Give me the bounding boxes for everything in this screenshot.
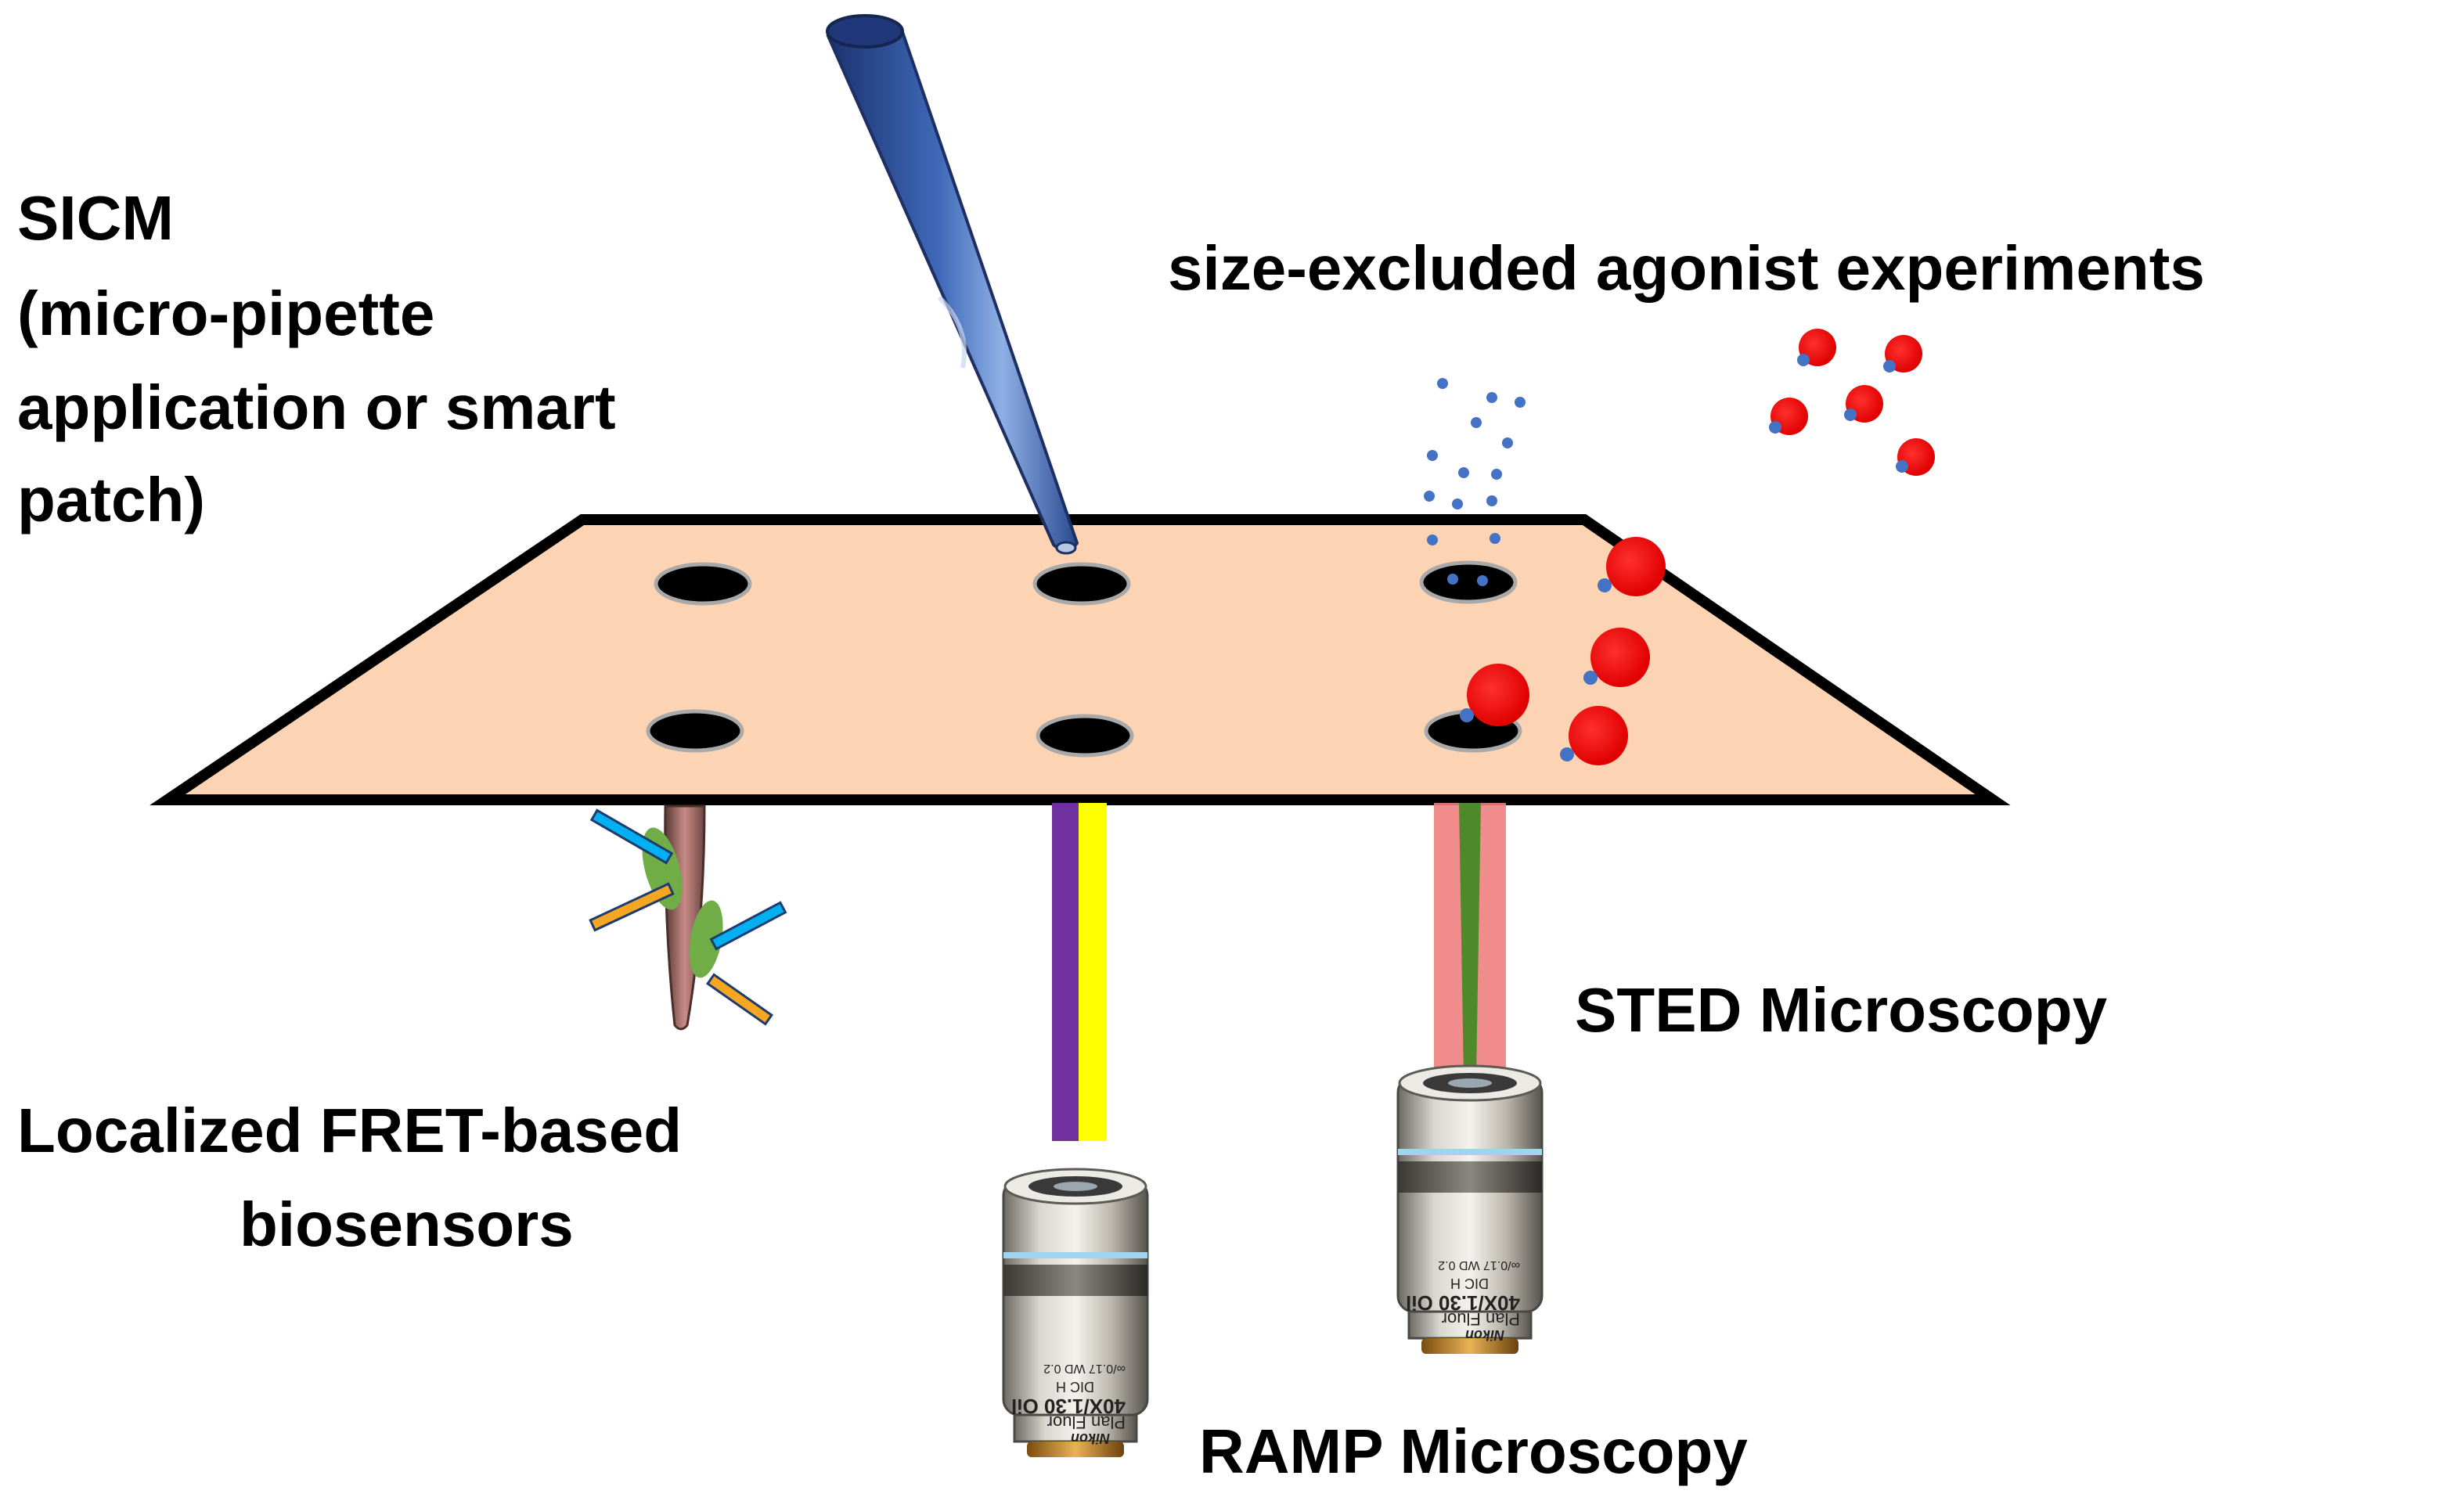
- objective-text-4: Plan Fluor: [1047, 1413, 1126, 1432]
- agonist-molecule-icon: [1598, 537, 1666, 596]
- ramp-label: RAMP Microscopy: [1199, 1416, 1748, 1486]
- agonist-molecule-icon: [1460, 664, 1529, 726]
- agonist-molecule-icon: [1896, 438, 1935, 476]
- agonist-molecule-icon: [1769, 398, 1808, 435]
- sicm-label-line3: application or smart: [17, 373, 616, 442]
- objective-brand: Nikon: [1465, 1327, 1504, 1343]
- membrane-pit-4: [646, 709, 744, 753]
- sicm-label-line4: patch): [17, 465, 205, 535]
- ramp-beam-yellow: [1079, 803, 1107, 1141]
- objective-text-2: DIC H: [1056, 1379, 1094, 1395]
- membrane-pit-3: [1419, 560, 1518, 604]
- agonist-molecule-icon: [1583, 628, 1650, 687]
- membrane-pit-2: [1032, 562, 1131, 606]
- objective-lens-icon: 40X/1.30 Oil DIC H ∞/0.17 WD 0.2 Plan Fl…: [1002, 1168, 1149, 1459]
- agonist-molecule-icon: [1797, 329, 1836, 366]
- fret-label-line2: biosensors: [240, 1190, 574, 1259]
- cell-membrane: [149, 514, 2011, 805]
- small-agonist-cluster: [1424, 378, 1526, 586]
- pipette-icon: [826, 14, 1079, 555]
- objective-text-1: 40X/1.30 Oil: [1011, 1395, 1126, 1418]
- objective-lens-icon: 40X/1.30 Oil DIC H ∞/0.17 WD 0.2 Plan Fl…: [1396, 1064, 1544, 1355]
- sted-beam-excitation: [1459, 803, 1481, 1077]
- objective-text-1: 40X/1.30 Oil: [1406, 1291, 1520, 1315]
- objective-text-3: ∞/0.17 WD 0.2: [1438, 1258, 1520, 1272]
- agonist-molecule-icon: [1844, 385, 1883, 423]
- sicm-label-line1: SICM: [17, 183, 174, 253]
- fret-sensor-icon: [589, 804, 787, 1031]
- objective-brand: Nikon: [1071, 1431, 1110, 1446]
- sicm-label-line2: (micro-pipette: [17, 279, 434, 348]
- membrane-pit-5: [1036, 714, 1134, 758]
- objective-text-2: DIC H: [1450, 1276, 1489, 1291]
- ramp-beam-purple: [1052, 803, 1079, 1141]
- agonist-molecule-icon: [1560, 706, 1628, 765]
- sted-label: STED Microscopy: [1575, 975, 2108, 1045]
- size-excluded-label: size-excluded agonist experiments: [1168, 233, 2205, 303]
- objective-text-3: ∞/0.17 WD 0.2: [1043, 1362, 1126, 1375]
- agonist-molecule-icon: [1883, 335, 1922, 373]
- objective-text-4: Plan Fluor: [1442, 1309, 1520, 1329]
- fret-label-line1: Localized FRET-based: [17, 1096, 682, 1165]
- membrane-pit-1: [654, 562, 752, 606]
